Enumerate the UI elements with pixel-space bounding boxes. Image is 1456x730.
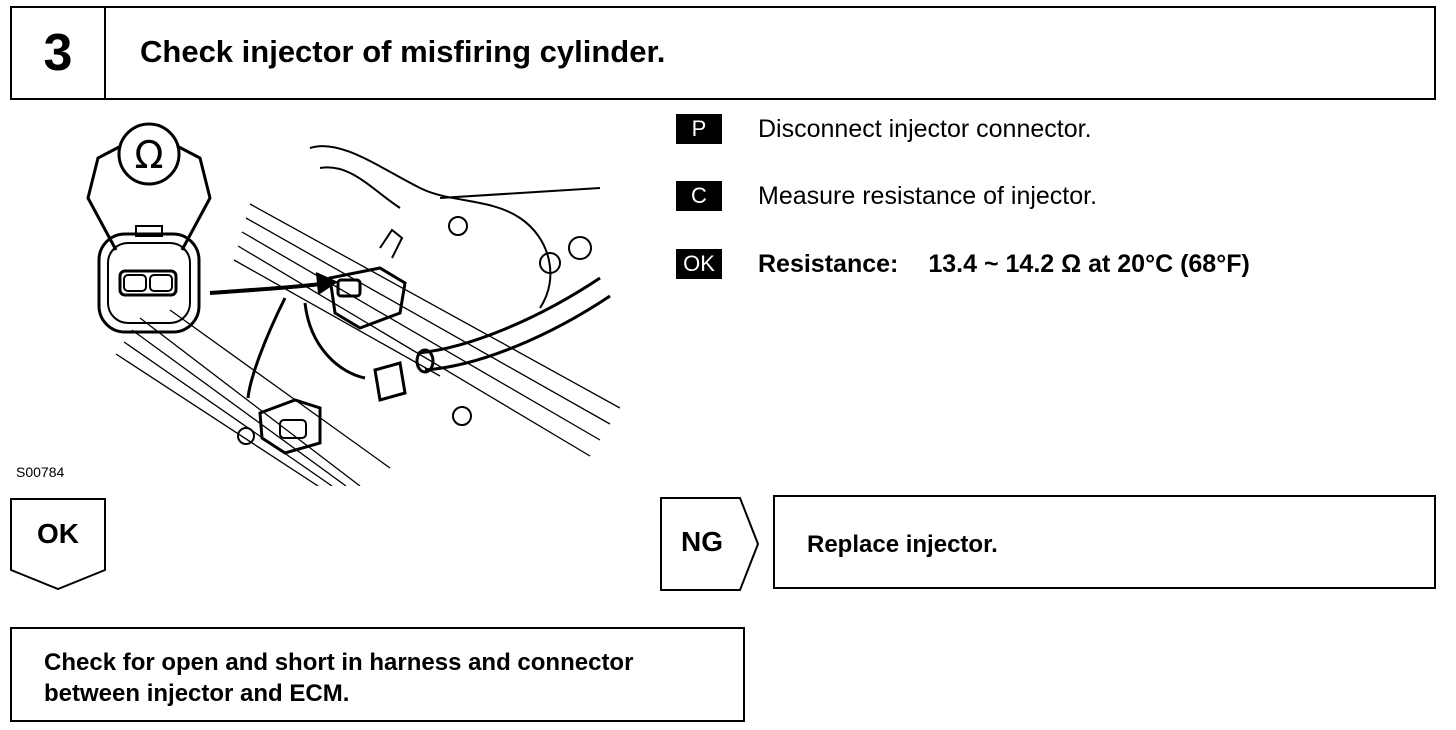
spec-label: Resistance:	[758, 249, 899, 278]
instruction-text: Measure resistance of injector.	[758, 181, 1098, 210]
next-step-text: Check for open and short in harness and …	[44, 649, 634, 707]
ok-arrow-shape	[10, 498, 106, 591]
replace-action-box: Replace injector.	[773, 495, 1436, 589]
spec-resistance: OK Resistance: 13.4 ~ 14.2 Ω at 20°C (68…	[676, 249, 1250, 279]
instruction-prepare: P Disconnect injector connector.	[676, 114, 1092, 144]
ng-arrow-shape	[660, 497, 760, 591]
instruction-text: Disconnect injector connector.	[758, 114, 1092, 143]
ohm-symbol: Ω	[134, 133, 163, 177]
figure-id: S00784	[16, 464, 65, 480]
step-number: 3	[12, 8, 106, 98]
ok-label: OK	[37, 518, 79, 549]
ng-label: NG	[681, 526, 723, 557]
badge-ok: OK	[676, 249, 722, 279]
step-title: Check injector of misfiring cylinder.	[140, 34, 666, 69]
spec-value: 13.4 ~ 14.2 Ω at 20°C (68°F)	[928, 249, 1250, 278]
next-step-box: Check for open and short in harness and …	[10, 627, 745, 722]
badge-p: P	[676, 114, 722, 144]
ohmmeter-icon: Ω	[86, 122, 212, 251]
ok-branch: OK	[10, 498, 106, 591]
engine-illustration: Ω	[86, 122, 620, 486]
step-header: 3 Check injector of misfiring cylinder.	[10, 6, 1436, 100]
ng-branch: NG	[660, 497, 760, 591]
replace-action-text: Replace injector.	[807, 531, 998, 558]
instruction-check: C Measure resistance of injector.	[676, 181, 1097, 211]
badge-c: C	[676, 181, 722, 211]
injector-connector-icon	[97, 225, 201, 334]
